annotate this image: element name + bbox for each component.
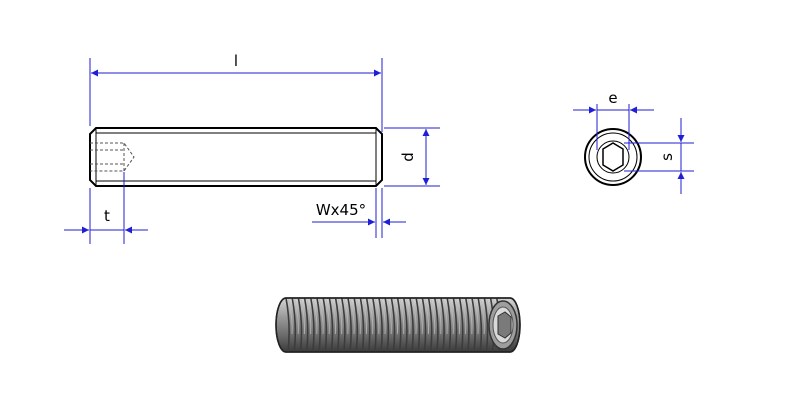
thread-highlight — [300, 298, 306, 335]
socket-depth-label: t — [104, 207, 110, 225]
dimension-across-corners: e — [573, 89, 654, 150]
thread-groove — [452, 298, 458, 352]
thread-groove — [322, 298, 328, 352]
hex-socket-icon — [602, 142, 624, 172]
dimension-socket-depth: t — [64, 172, 148, 244]
thread-groove — [378, 298, 383, 352]
thread-highlight — [337, 298, 343, 335]
thread-highlight — [473, 298, 479, 335]
thread-groove — [477, 298, 483, 352]
thread-highlight — [430, 298, 436, 335]
hex-socket-hidden-lines — [90, 142, 135, 172]
diameter-label: d — [399, 152, 417, 162]
thread-groove — [427, 298, 433, 352]
thread-groove — [310, 298, 315, 352]
thread-groove — [471, 298, 476, 352]
thread-highlight — [436, 298, 442, 335]
dimension-diameter: d — [384, 127, 440, 187]
thread-groove — [303, 298, 309, 352]
thread-highlight — [331, 298, 337, 335]
render-hex-socket-icon — [497, 311, 512, 339]
thread-highlight — [312, 298, 318, 335]
thread-highlight — [449, 298, 454, 335]
across-flats-label: s — [658, 153, 676, 161]
thread-highlight — [356, 298, 361, 335]
thread-highlight — [411, 298, 417, 335]
thread-highlight — [461, 298, 467, 335]
thread-highlight — [374, 298, 380, 335]
side-view: l d t Wx45° — [64, 52, 440, 244]
thread-highlight — [467, 298, 473, 335]
dimension-across-flats: s — [624, 118, 694, 194]
thread-groove — [415, 298, 421, 352]
thread-highlight — [455, 298, 461, 335]
thread-groove — [372, 298, 377, 352]
thread-groove — [458, 298, 464, 352]
set-screw-3d-render — [275, 297, 521, 353]
thread-groove — [347, 298, 352, 352]
thread-highlight — [306, 298, 312, 335]
across-corners-label: e — [608, 89, 617, 107]
length-label: l — [234, 52, 238, 70]
thread-groove — [440, 298, 445, 352]
thread-highlight — [368, 298, 374, 335]
thread-groove — [403, 298, 408, 352]
thread-groove — [446, 298, 452, 352]
thread-groove — [291, 298, 297, 352]
end-view: e s — [573, 89, 694, 194]
thread-groove — [483, 298, 489, 352]
thread-groove — [384, 298, 390, 352]
thread-highlight — [442, 298, 448, 335]
thread-highlight — [380, 298, 386, 335]
thread-groove — [421, 298, 427, 352]
thread-groove — [359, 298, 365, 352]
thread-highlight — [424, 298, 430, 335]
thread-highlight — [387, 298, 392, 335]
thread-highlight — [393, 298, 399, 335]
thread-groove — [434, 298, 439, 352]
dimension-length: l — [89, 52, 383, 132]
chamfer-label: Wx45° — [316, 201, 366, 219]
thread-groove — [365, 298, 371, 352]
thread-highlight — [405, 298, 411, 335]
thread-highlight — [318, 298, 324, 335]
thread-highlight — [287, 298, 293, 335]
thread-groove — [341, 298, 346, 352]
thread-highlight — [343, 298, 349, 335]
thread-groove — [297, 298, 303, 352]
thread-groove — [328, 298, 334, 352]
thread-highlight — [362, 298, 368, 335]
thread-highlight — [480, 298, 485, 335]
thread-groove — [334, 298, 340, 352]
thread-groove — [353, 298, 359, 352]
thread-groove — [396, 298, 402, 352]
thread-highlight — [294, 298, 299, 335]
thread-groove — [316, 298, 321, 352]
dimension-chamfer: Wx45° — [312, 188, 406, 238]
thread-root-lines — [95, 128, 377, 186]
thread-highlight — [325, 298, 330, 335]
thread-highlight — [349, 298, 355, 335]
thread-groove — [409, 298, 414, 352]
thread-groove — [390, 298, 396, 352]
thread-groove — [285, 298, 290, 352]
thread-highlight — [399, 298, 405, 335]
thread-highlight — [418, 298, 423, 335]
thread-groove — [465, 298, 470, 352]
